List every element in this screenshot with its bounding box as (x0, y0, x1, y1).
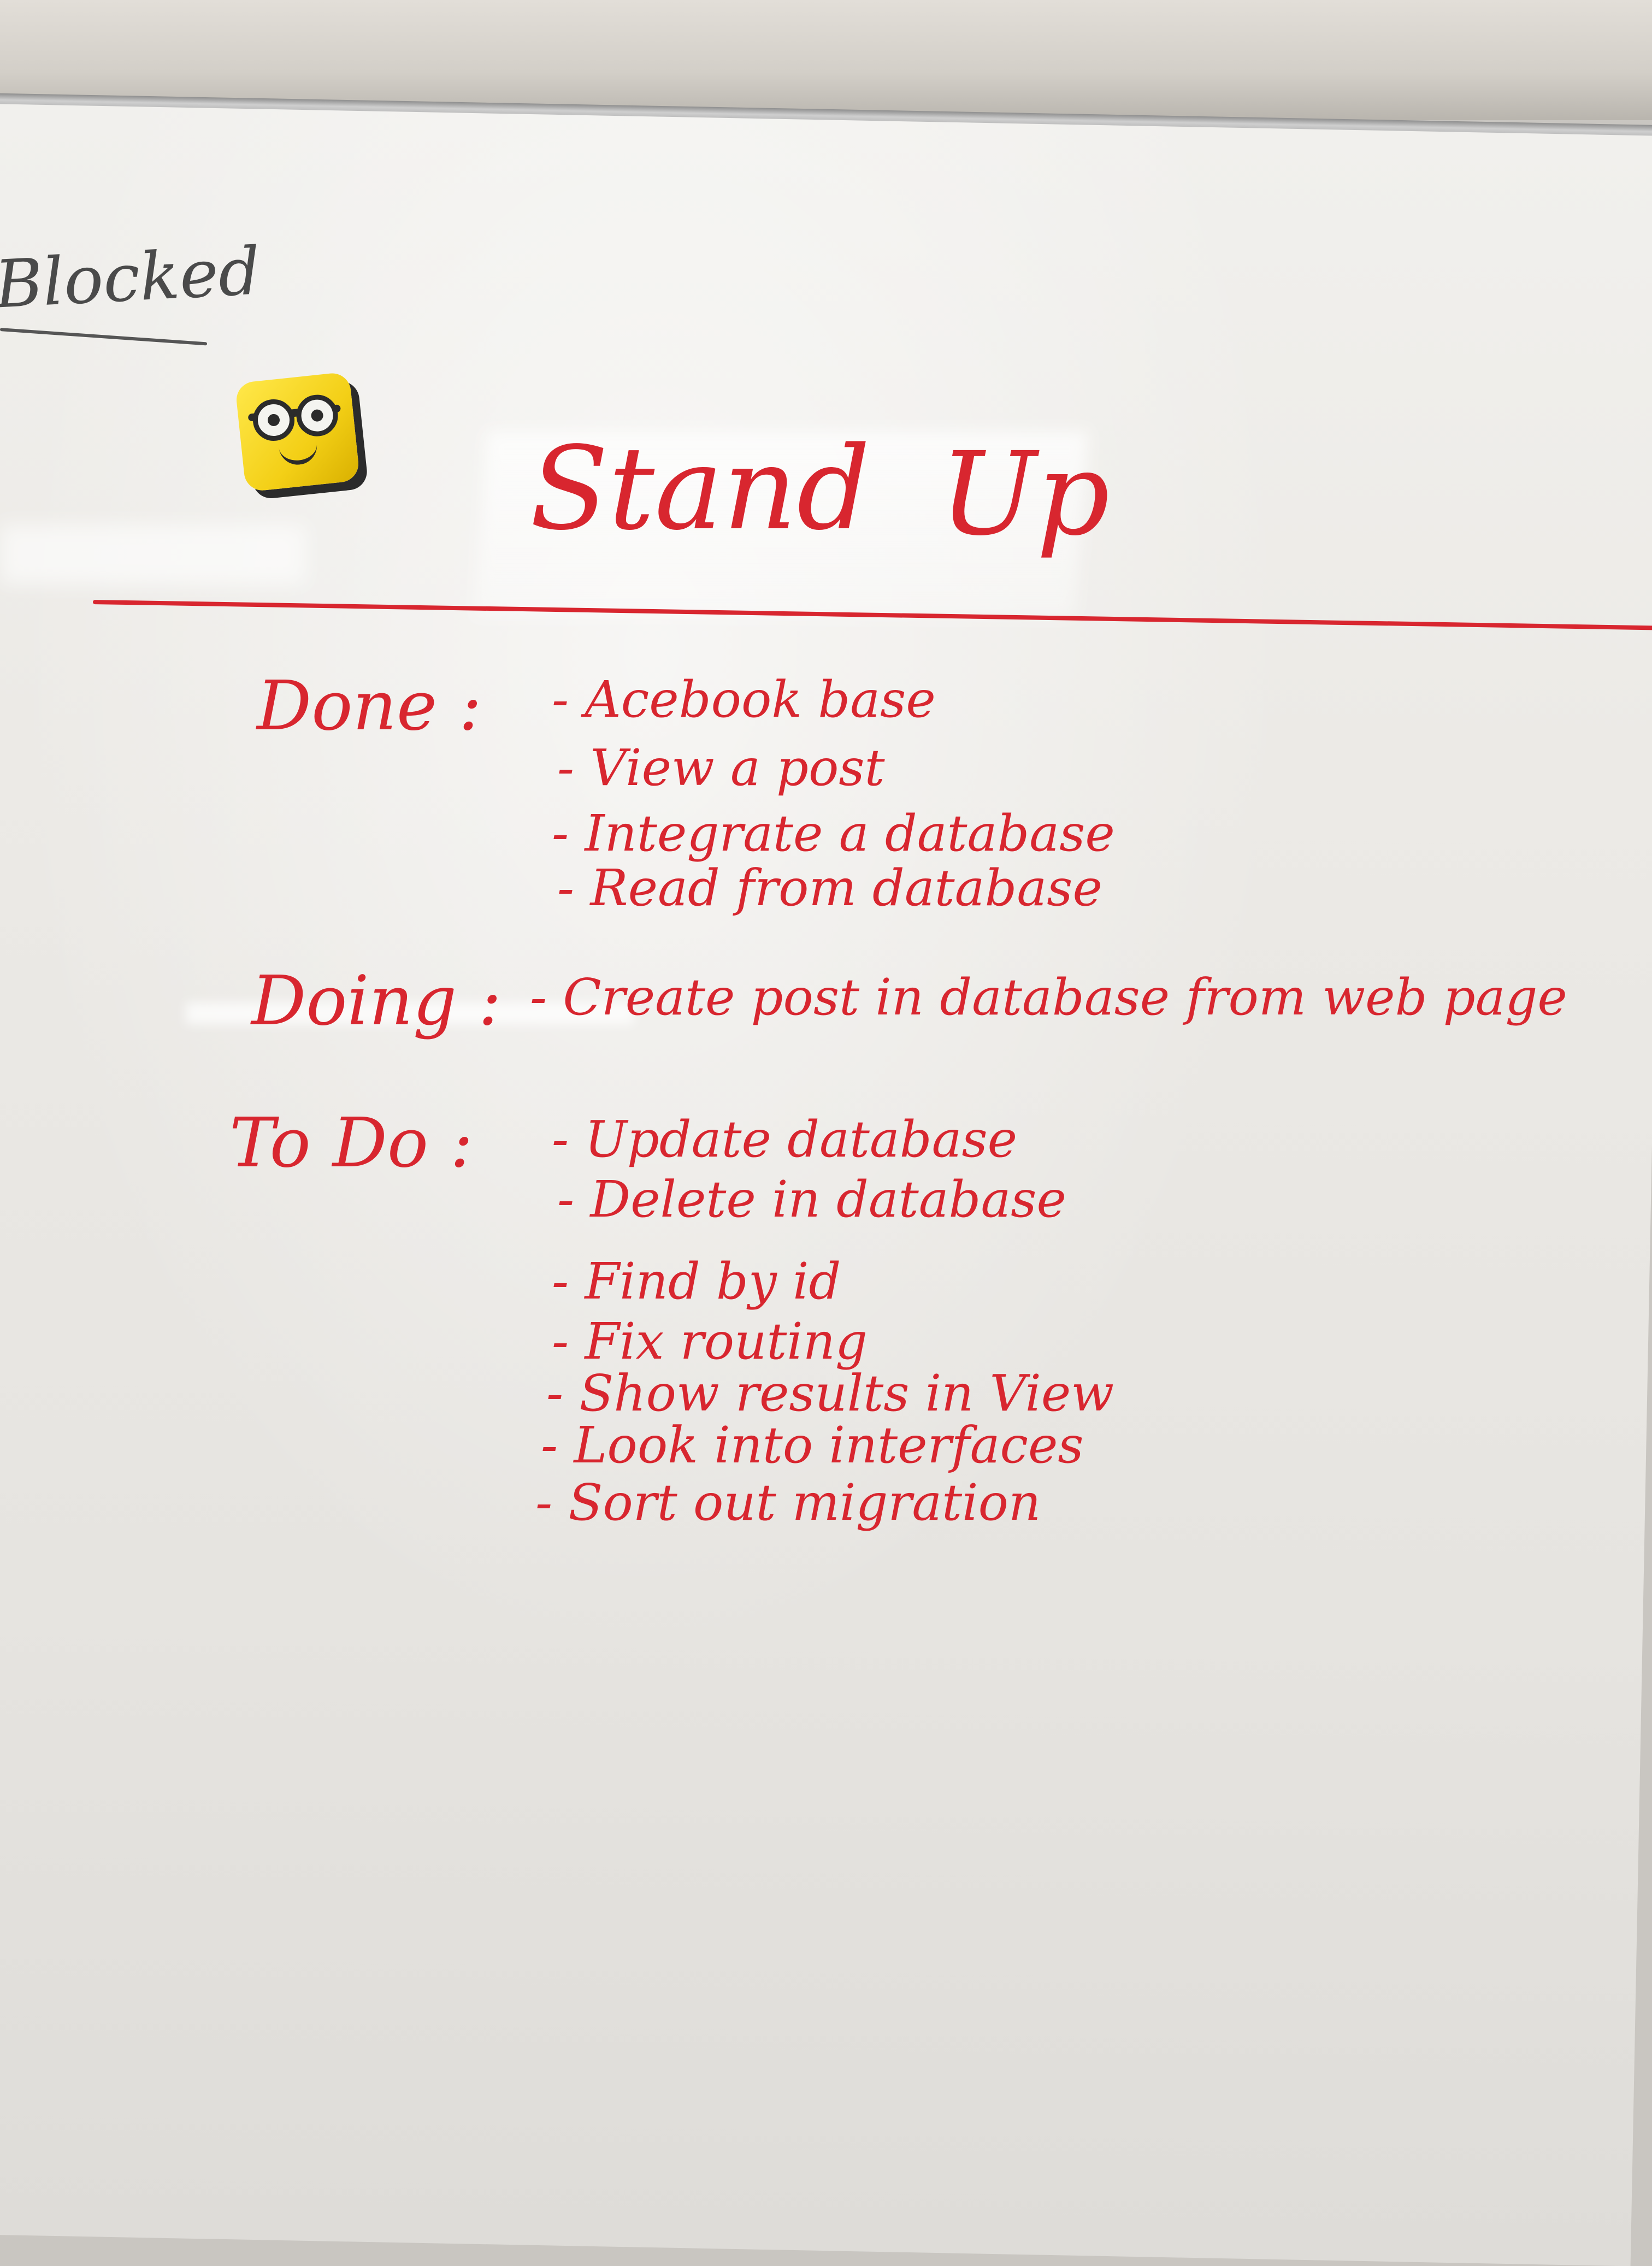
list-item: - Integrate a database (552, 804, 1115, 863)
section-label-done: Done : (257, 666, 482, 746)
title-stand: Stand (530, 422, 871, 556)
blocked-heading: Blocked (0, 233, 262, 323)
list-item: - Find by id (552, 1252, 841, 1311)
list-item: - Update database (552, 1110, 1018, 1169)
list-item: - Look into interfaces (541, 1416, 1084, 1474)
list-item: - View a post (557, 739, 885, 797)
list-item: - Acebook base (552, 670, 936, 729)
magnet-eraser (234, 371, 361, 492)
minion-face-icon (234, 371, 367, 498)
list-item: - Delete in database (557, 1170, 1066, 1229)
section-label-todo: To Do : (229, 1104, 473, 1183)
list-item: - Read from database (557, 859, 1102, 917)
light-glare (0, 524, 306, 585)
list-item: - Create post in database from web page (530, 968, 1567, 1026)
smile-icon (278, 440, 319, 467)
list-item: - Sort out migration (535, 1473, 1041, 1532)
list-item: - Show results in View (546, 1364, 1114, 1423)
light-glare (186, 1002, 634, 1024)
title-up: Up (940, 427, 1110, 561)
eye-icon (294, 392, 340, 439)
list-item: - Fix routing (552, 1312, 868, 1371)
section-label-doing: Doing : (251, 961, 502, 1041)
eye-icon (251, 397, 297, 443)
